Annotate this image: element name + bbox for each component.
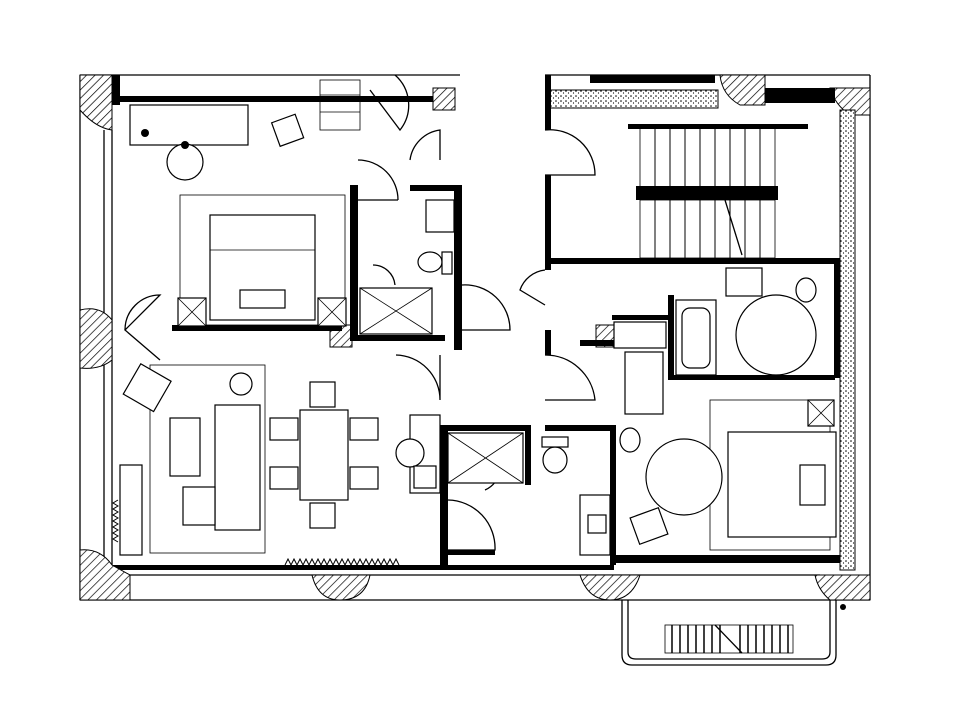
insulated-walls <box>547 75 856 571</box>
balcony <box>621 600 846 666</box>
chair <box>269 466 299 490</box>
sofa <box>214 404 261 531</box>
rug <box>179 194 346 326</box>
chair <box>309 381 336 408</box>
rug <box>149 364 266 554</box>
shower-room <box>447 432 611 556</box>
round-table <box>645 438 723 516</box>
pillow <box>799 464 826 506</box>
pillow <box>239 289 286 309</box>
dining-table <box>299 409 349 501</box>
ottoman <box>182 486 216 526</box>
bathroom-2 <box>613 267 817 376</box>
interior-walls <box>172 75 840 565</box>
toilet <box>795 277 817 303</box>
sofa <box>129 104 249 146</box>
bedroom-1 <box>129 79 361 327</box>
armchair <box>629 506 669 546</box>
structural-columns <box>79 74 871 601</box>
bathroom-1 <box>359 199 455 335</box>
side-table <box>229 372 253 396</box>
chair <box>269 417 299 441</box>
chair <box>349 466 379 490</box>
tv-console <box>119 464 143 556</box>
circular-shower <box>735 294 817 376</box>
armchair <box>122 362 172 413</box>
staircase <box>628 124 808 259</box>
chair <box>349 417 379 441</box>
desk <box>624 351 664 415</box>
coffee-table <box>169 417 201 477</box>
round-table <box>166 143 204 181</box>
toilet <box>542 446 568 474</box>
bedroom-2 <box>619 351 837 551</box>
armchair <box>270 113 305 148</box>
living-dining <box>119 362 441 556</box>
radiators <box>112 499 400 567</box>
chair <box>309 502 336 529</box>
toilet <box>417 251 443 273</box>
sink <box>725 267 763 297</box>
sink <box>425 199 455 233</box>
doors <box>124 74 596 551</box>
